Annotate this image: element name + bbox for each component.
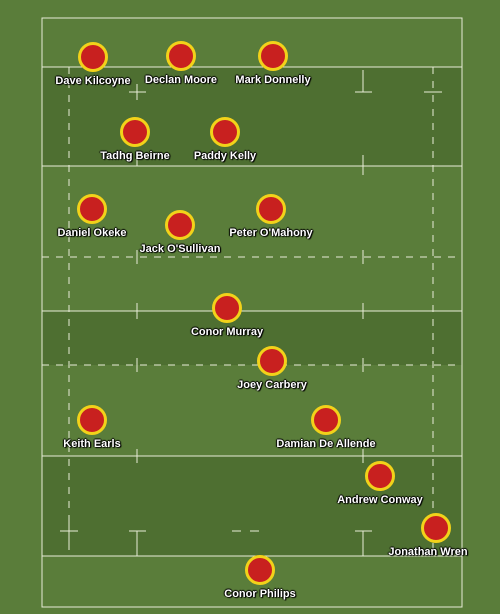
player-dot [78,42,108,72]
player-name: Daniel Okeke [57,227,127,239]
player-name: Paddy Kelly [193,150,257,162]
player-name: Conor Murray [190,326,264,338]
player-dot [258,41,288,71]
pitch-band [42,67,462,166]
player-name: Jack O'Sullivan [139,243,221,255]
player-dot [421,513,451,543]
player-dot [210,117,240,147]
player-name: Declan Moore [144,74,218,86]
player-name: Conor Philips [224,588,296,600]
player-dot [311,405,341,435]
player-dot [166,41,196,71]
player-name: Joey Carbery [237,379,307,391]
player-name: Keith Earls [63,438,121,450]
player-dot [365,461,395,491]
player-dot [245,555,275,585]
pitch-boundary [41,17,463,608]
player-dot [256,194,286,224]
player-dot [77,194,107,224]
player-name: Peter O'Mahony [229,227,313,239]
player-name: Damian De Allende [276,438,376,450]
player-name: Mark Donnelly [235,74,311,86]
player-name: Tadhg Beirne [100,150,170,162]
pitch-band [42,311,462,365]
player-name: Andrew Conway [337,494,423,506]
pitch-band [42,456,462,556]
player-dot [212,293,242,323]
player-dot [77,405,107,435]
player-dot [165,210,195,240]
player-dot [120,117,150,147]
player-dot [257,346,287,376]
player-name: Dave Kilcoyne [55,75,131,87]
player-name: Jonathan Wren [388,546,468,558]
